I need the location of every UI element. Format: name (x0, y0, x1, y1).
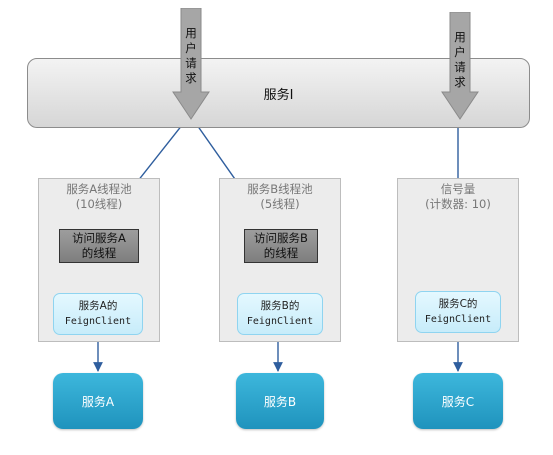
pool-b-title: 服务B线程池 (247, 182, 313, 196)
feign-client-a: 服务A的 FeignClient (53, 293, 143, 335)
service-a-label: 服务A (81, 394, 115, 409)
feign-client-b: 服务B的 FeignClient (237, 293, 323, 335)
service-b-box: 服务B (236, 373, 324, 429)
service-c-label: 服务C (441, 394, 475, 409)
service-b-label: 服务B (263, 394, 297, 409)
thread-box-b: 访问服务B 的线程 (244, 229, 318, 263)
user-request-label-1: 用 户 请 求 (185, 26, 197, 85)
semaphore-counter: (计数器: 10) (425, 197, 491, 211)
semaphore-title: 信号量 (440, 182, 476, 196)
pool-a-capacity: (10线程) (75, 197, 123, 211)
service-i-label: 服务I (263, 87, 294, 103)
thread-box-a: 访问服务A 的线程 (59, 229, 139, 263)
pool-b-capacity: (5线程) (260, 197, 300, 211)
service-i-box: 服务I (27, 58, 530, 128)
user-request-label-2: 用 户 请 求 (454, 30, 466, 89)
down-arrow-icon (441, 12, 479, 120)
pool-a-title: 服务A线程池 (66, 182, 132, 196)
down-arrow-icon (172, 8, 210, 120)
feign-client-c: 服务C的 FeignClient (415, 291, 501, 333)
service-c-box: 服务C (413, 373, 503, 429)
service-a-box: 服务A (53, 373, 143, 429)
